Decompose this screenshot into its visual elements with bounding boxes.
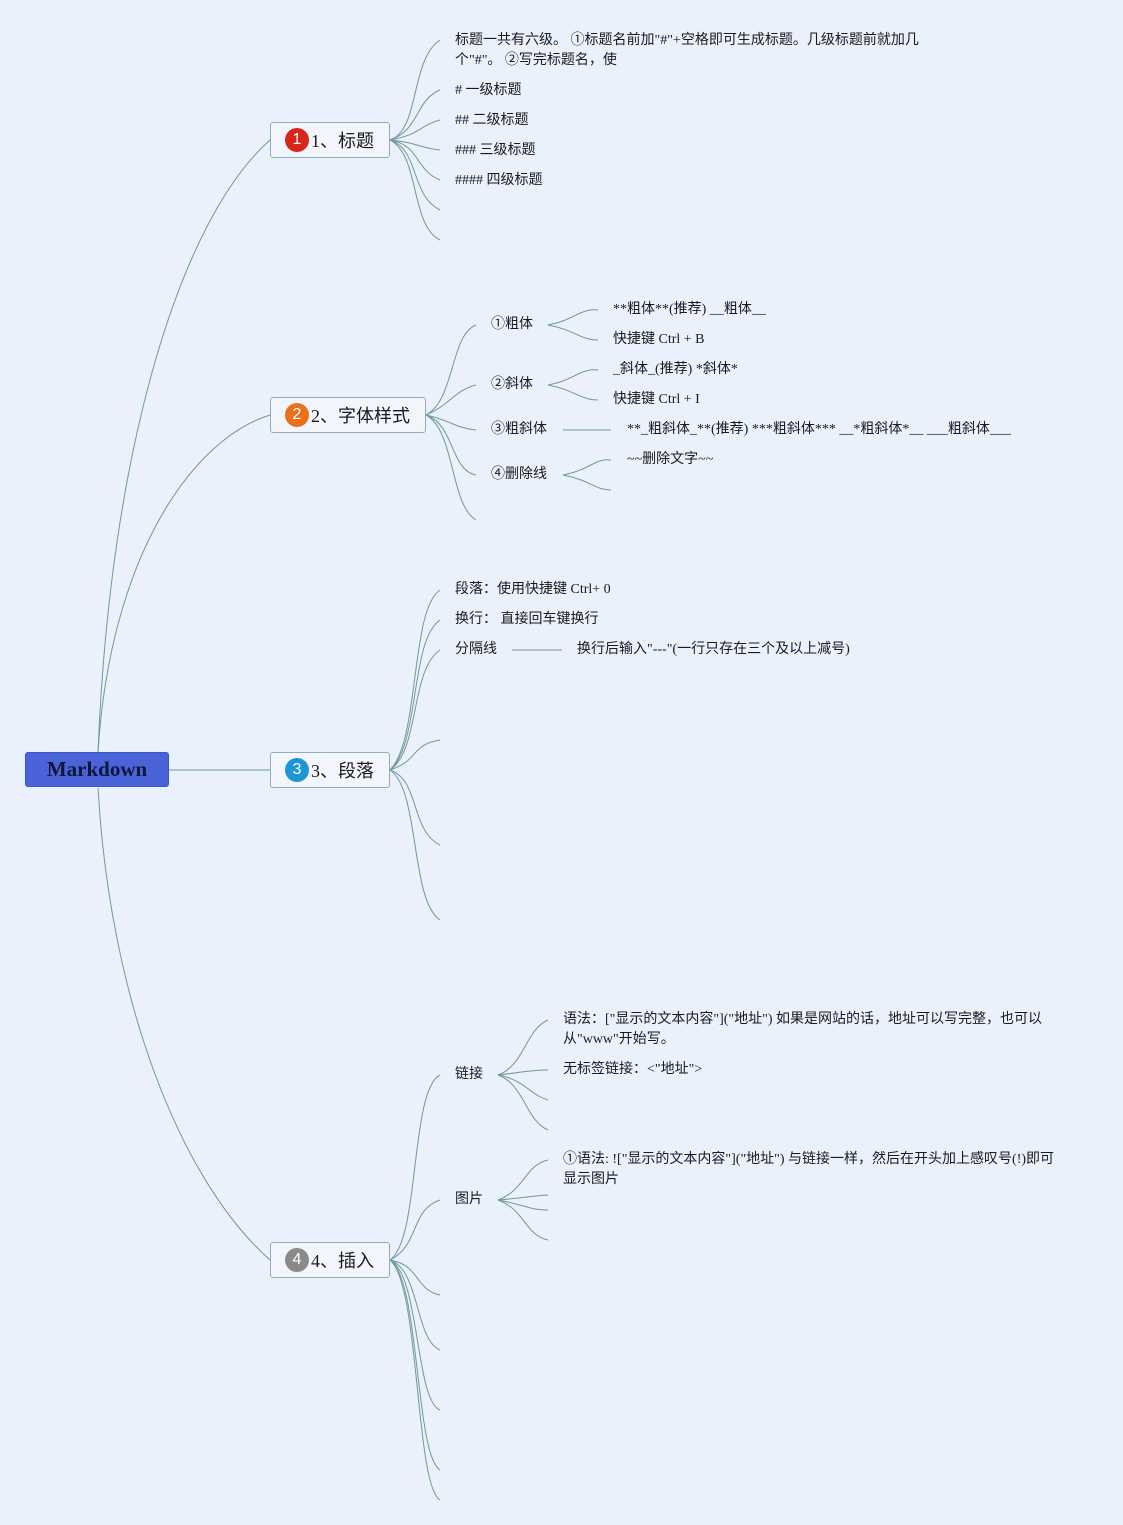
divider-description[interactable]: 换行后输入"---"(一行只存在三个及以上减号)	[577, 642, 850, 657]
heading-h2[interactable]: ## 二级标题	[455, 113, 529, 128]
heading-h1[interactable]: # 一级标题	[455, 83, 522, 98]
branch-label: 2、字体样式	[311, 406, 410, 426]
root-node[interactable]: Markdown	[25, 752, 169, 787]
branch-insert[interactable]: 4 4、插入	[270, 1242, 390, 1278]
badge-2-icon: 2	[285, 403, 309, 427]
badge-1-icon: 1	[285, 128, 309, 152]
badge-3-icon: 3	[285, 758, 309, 782]
branch-label: 1、标题	[311, 131, 374, 151]
paragraph-note[interactable]: 段落：使用快捷键 Ctrl+ 0	[455, 582, 611, 597]
italic-shortcut[interactable]: 快捷键 Ctrl + I	[613, 392, 700, 407]
heading-intro[interactable]: 标题一共有六级。 ①标题名前加"#"+空格即可生成标题。几级标题前就加几个"#"…	[455, 33, 919, 68]
branch-headings[interactable]: 1 1、标题	[270, 122, 390, 158]
bold-syntax[interactable]: **粗体**(推荐) __粗体__	[613, 302, 766, 317]
branch-font-style[interactable]: 2 2、字体样式	[270, 397, 426, 433]
italic-syntax[interactable]: _斜体_(推荐) *斜体*	[613, 362, 738, 377]
image-label[interactable]: 图片	[455, 1192, 483, 1207]
italic-label[interactable]: ②斜体	[491, 377, 533, 392]
link-syntax[interactable]: 语法：["显示的文本内容"]("地址") 如果是网站的话，地址可以写完整，也可以…	[563, 1012, 1043, 1047]
branch-label: 3、段落	[311, 761, 374, 781]
strikethrough-label[interactable]: ④删除线	[491, 467, 547, 482]
link-label[interactable]: 链接	[455, 1067, 483, 1082]
link-no-label[interactable]: 无标签链接：<"地址">	[563, 1062, 703, 1077]
bold-italic-label[interactable]: ③粗斜体	[491, 422, 547, 437]
bold-label[interactable]: ①粗体	[491, 317, 533, 332]
image-syntax[interactable]: ①语法: !["显示的文本内容"]("地址") 与链接一样，然后在开头加上感叹号…	[563, 1152, 1055, 1187]
badge-4-icon: 4	[285, 1248, 309, 1272]
heading-h3[interactable]: ### 三级标题	[455, 143, 536, 158]
divider-label[interactable]: 分隔线	[455, 642, 497, 657]
strikethrough-syntax[interactable]: ~~删除文字~~	[627, 452, 714, 467]
branch-paragraph[interactable]: 3 3、段落	[270, 752, 390, 788]
branch-label: 4、插入	[311, 1251, 374, 1271]
newline-note[interactable]: 换行： 直接回车键换行	[455, 612, 599, 627]
bold-italic-syntax[interactable]: **_粗斜体_**(推荐) ***粗斜体*** __*粗斜体*__ ___粗斜体…	[627, 422, 1011, 437]
heading-h4[interactable]: #### 四级标题	[455, 173, 543, 188]
bold-shortcut[interactable]: 快捷键 Ctrl + B	[613, 332, 705, 347]
